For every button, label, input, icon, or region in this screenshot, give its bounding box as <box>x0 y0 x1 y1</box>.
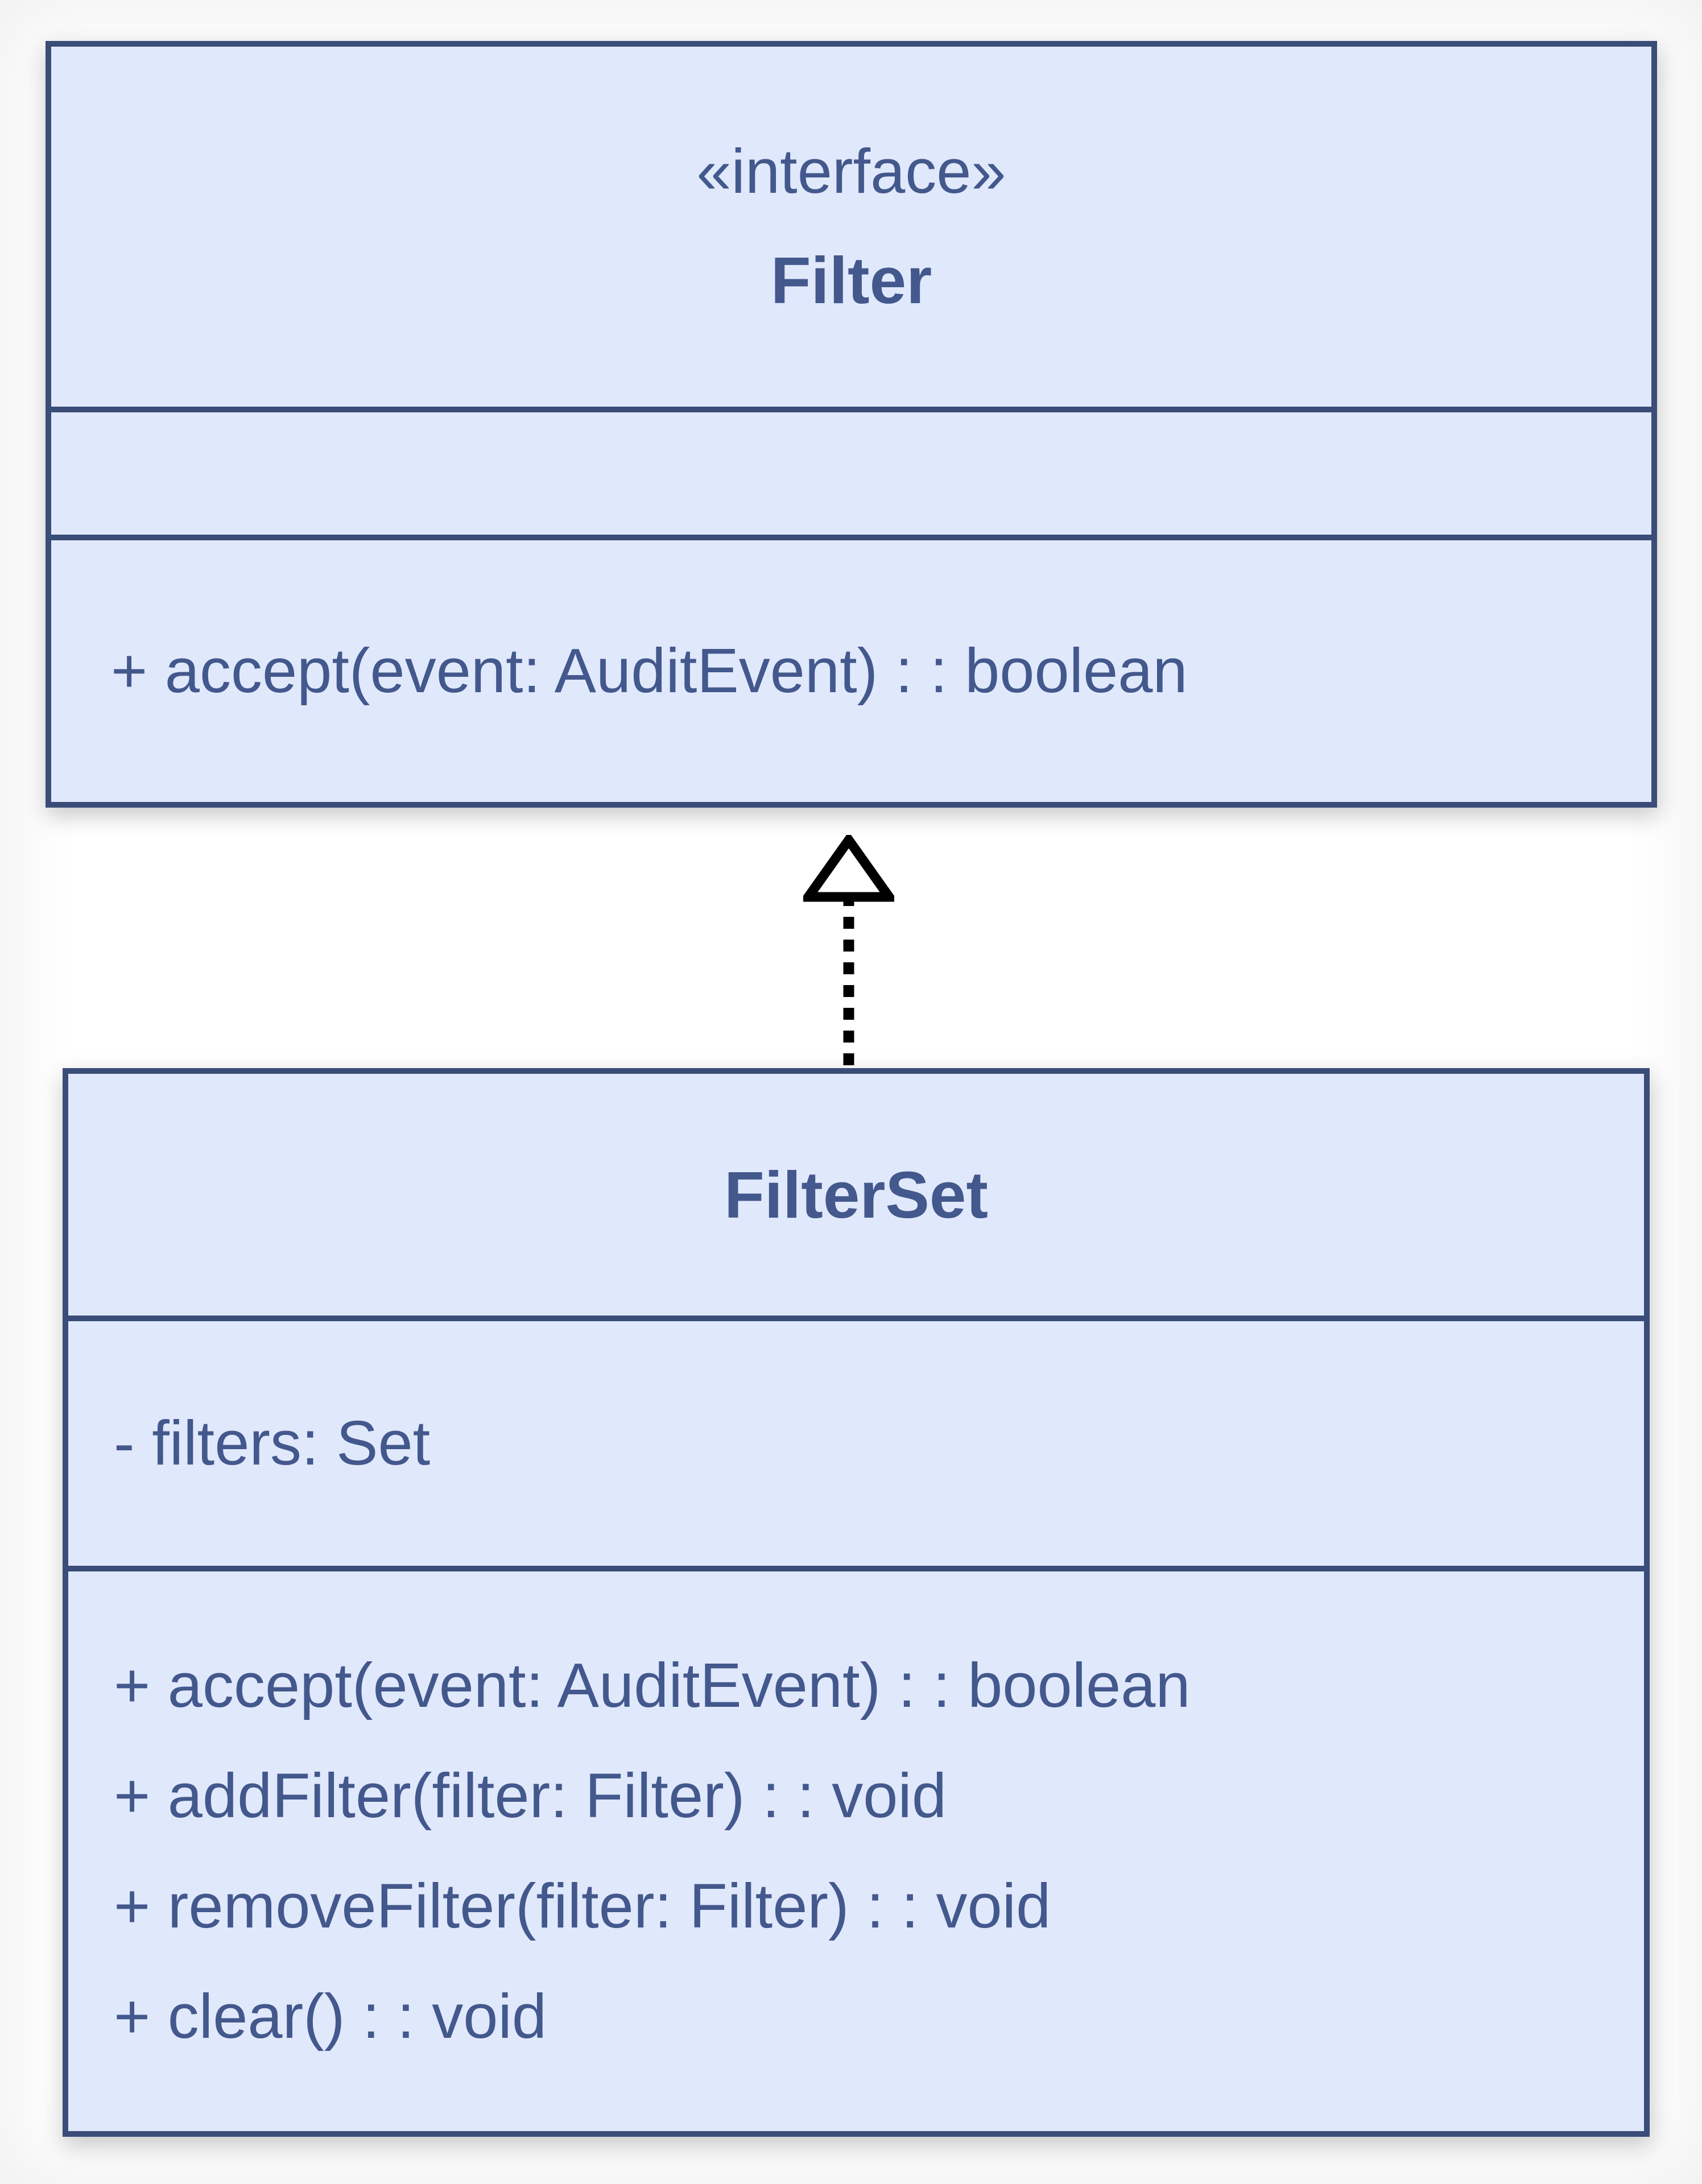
hollow-triangle-arrowhead-icon <box>803 835 894 902</box>
filterset-method-removefilter: + removeFilter(filter: Filter) : : void <box>114 1871 1051 1941</box>
interface-attributes-compartment <box>51 407 1651 535</box>
interface-stereotype-label: «interface» <box>696 136 1006 206</box>
filterset-method-addfilter: + addFilter(filter: Filter) : : void <box>114 1761 947 1831</box>
interface-filter-class-box: «interface» Filter + accept(event: Audit… <box>46 41 1657 808</box>
filterset-methods-compartment: + accept(event: AuditEvent) : : boolean … <box>68 1566 1644 2131</box>
interface-header-compartment: «interface» Filter <box>51 47 1651 407</box>
filterset-method-clear: + clear() : : void <box>114 1982 547 2051</box>
interface-methods-compartment: + accept(event: AuditEvent) : : boolean <box>51 535 1651 802</box>
filterset-attribute-filters: - filters: Set <box>114 1408 431 1478</box>
filterset-header-compartment: FilterSet <box>68 1074 1644 1316</box>
filterset-class-box: FilterSet - filters: Set + accept(event:… <box>63 1068 1650 2137</box>
filterset-class-name: FilterSet <box>724 1157 989 1232</box>
filterset-method-accept: + accept(event: AuditEvent) : : boolean <box>114 1651 1191 1720</box>
interface-method-accept: + accept(event: AuditEvent) : : boolean <box>111 636 1188 706</box>
interface-class-name: Filter <box>770 243 932 317</box>
realization-arrow <box>803 835 894 1070</box>
filterset-attributes-compartment: - filters: Set <box>68 1316 1644 1566</box>
